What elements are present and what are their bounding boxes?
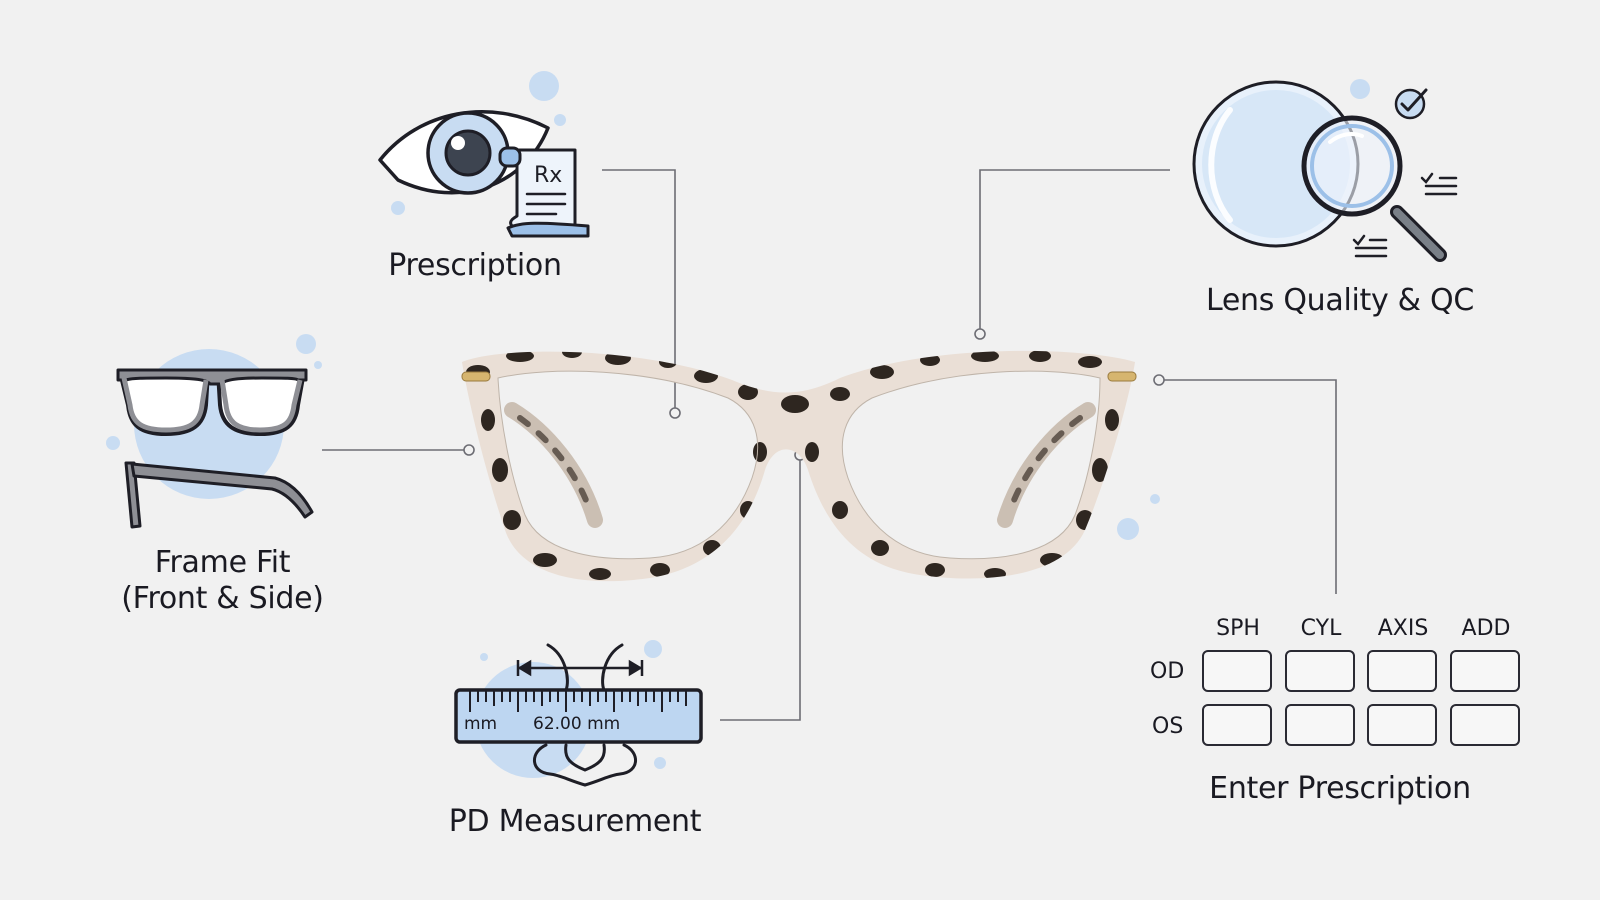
lens-magnifier-icon: [1192, 79, 1458, 262]
left-temple-arm: [504, 402, 603, 528]
prescription-label: Prescription: [388, 248, 562, 283]
right-temple-tortoise: [1007, 415, 1083, 513]
connector-dot-prescription: [669, 407, 681, 419]
connector-dot-frame-fit: [463, 444, 475, 456]
rx-os-cyl-input[interactable]: [1285, 704, 1355, 746]
rx-col-header-axis: AXIS: [1377, 616, 1429, 641]
connector-prescription: [602, 169, 676, 410]
rx-row-label-od: OD: [1150, 659, 1185, 684]
ruler-ticks: [469, 690, 687, 712]
connector-dot-lens-quality: [974, 328, 986, 340]
rx-icon-text: Rx: [534, 163, 562, 188]
rx-od-axis-input[interactable]: [1367, 650, 1437, 692]
lens-quality-label: Lens Quality & QC: [1206, 283, 1474, 318]
rx-row-label-os: OS: [1152, 714, 1184, 739]
pd-arrow: [516, 659, 644, 677]
rx-col-header-add: ADD: [1461, 616, 1511, 641]
connector-pd: [720, 460, 801, 721]
right-temple-arm: [997, 402, 1096, 528]
rx-od-add-input[interactable]: [1450, 650, 1520, 692]
hinge-left: [461, 371, 491, 382]
left-lens: [497, 370, 759, 560]
eyeglasses-illustration: [461, 350, 1137, 582]
connector-lens-quality: [979, 169, 1170, 330]
frame-fit-label-line2: (Front & Side): [121, 581, 324, 616]
enter-prescription-label: Enter Prescription: [1209, 771, 1471, 806]
ruler-reading: 62.00 mm: [533, 714, 621, 734]
frame-fit-label: Frame Fit (Front & Side): [100, 545, 345, 617]
frame-fit-label-line1: Frame Fit: [154, 545, 291, 580]
rx-os-sph-input[interactable]: [1202, 704, 1272, 746]
right-lens: [841, 370, 1101, 560]
rx-os-add-input[interactable]: [1450, 704, 1520, 746]
hinge-right: [1107, 371, 1137, 382]
rx-col-header-cyl: CYL: [1300, 616, 1342, 641]
rx-os-axis-input[interactable]: [1367, 704, 1437, 746]
eye-prescription-icon: [378, 71, 590, 238]
connector-dot-enter-rx: [1153, 374, 1165, 386]
rx-od-cyl-input[interactable]: [1285, 650, 1355, 692]
frame-fit-icon: [106, 334, 322, 529]
pd-measurement-label: PD Measurement: [448, 804, 702, 839]
pd-measurement-icon: [454, 640, 703, 787]
left-temple-tortoise: [517, 415, 593, 513]
connector-enter-rx: [1163, 379, 1337, 594]
ruler-unit-label: mm: [464, 714, 498, 734]
rx-od-sph-input[interactable]: [1202, 650, 1272, 692]
rx-col-header-sph: SPH: [1216, 616, 1260, 641]
